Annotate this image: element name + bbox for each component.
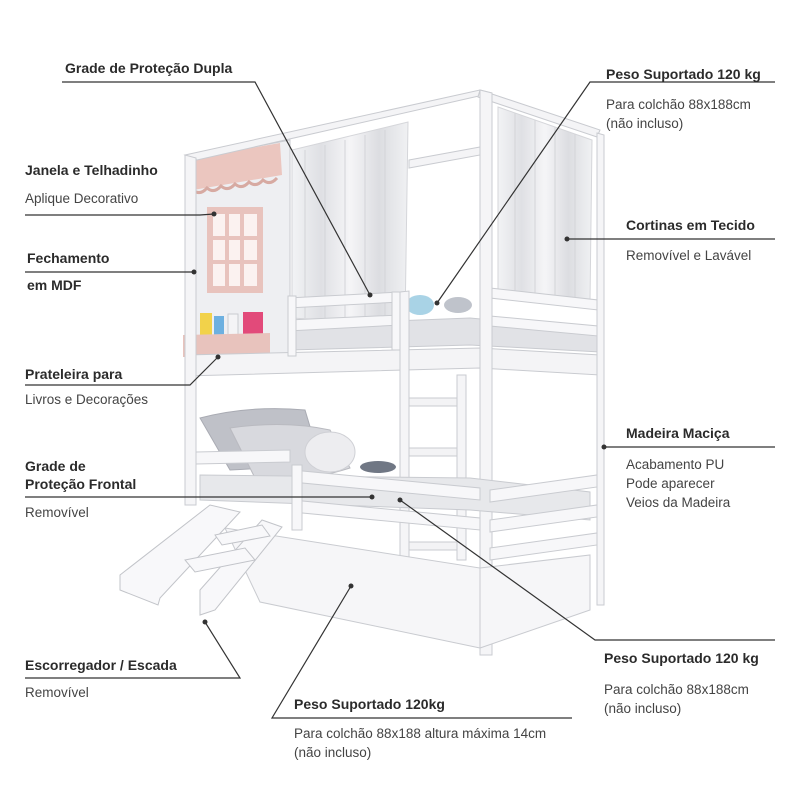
window-applique bbox=[207, 207, 263, 293]
fechamento-title-1: Fechamento bbox=[27, 250, 110, 266]
upper-guard-rails bbox=[287, 287, 599, 357]
grade-frontal-title-1: Grade de bbox=[25, 458, 86, 474]
escorregador-sub: Removível bbox=[25, 685, 89, 700]
peso-gaveta-sub-2: (não incluso) bbox=[294, 745, 372, 760]
shelf bbox=[183, 312, 270, 357]
cortinas-title: Cortinas em Tecido bbox=[626, 217, 755, 233]
cortinas-sub: Removível e Lavável bbox=[626, 248, 752, 263]
janela-title: Janela e Telhadinho bbox=[25, 162, 158, 178]
peso-gaveta-sub-1: Para colchão 88x188 altura máxima 14cm bbox=[294, 726, 547, 741]
peso-gaveta-sub: Para colchão 88x188 altura máxima 14cm (… bbox=[294, 724, 546, 762]
escorregador-title: Escorregador / Escada bbox=[25, 657, 177, 673]
peso-bottom-sub: Para colchão 88x188cm (não incluso) bbox=[604, 680, 749, 718]
slide bbox=[119, 504, 283, 616]
fechamento-title-2: em MDF bbox=[27, 277, 82, 293]
peso-bottom-sub-2: (não incluso) bbox=[604, 701, 682, 716]
madeira-sub: Acabamento PU Pode aparecer Veios da Mad… bbox=[626, 455, 730, 512]
leader-lines bbox=[25, 81, 775, 719]
curtains bbox=[291, 106, 593, 326]
leader-dots bbox=[191, 211, 607, 625]
peso-top-sub-1: Para colchão 88x188cm bbox=[606, 97, 751, 112]
peso-top-sub-2: (não incluso) bbox=[606, 116, 684, 131]
peso-gaveta-title: Peso Suportado 120kg bbox=[294, 696, 445, 712]
grade-frontal-sub: Removível bbox=[25, 505, 89, 520]
madeira-title: Madeira Maciça bbox=[626, 425, 730, 441]
peso-top-sub: Para colchão 88x188cm (não incluso) bbox=[606, 95, 751, 133]
peso-bottom-sub-1: Para colchão 88x188cm bbox=[604, 682, 749, 697]
peso-top-title: Peso Suportado 120 kg bbox=[606, 66, 761, 82]
grade-dupla-title: Grade de Proteção Dupla bbox=[65, 60, 233, 76]
madeira-sub-1: Acabamento PU bbox=[626, 457, 725, 472]
peso-bottom-title: Peso Suportado 120 kg bbox=[604, 650, 759, 666]
madeira-sub-3: Veios da Madeira bbox=[626, 495, 731, 510]
prateleira-title: Prateleira para bbox=[25, 366, 123, 382]
grade-frontal-title-2: Proteção Frontal bbox=[25, 476, 137, 492]
janela-sub: Aplique Decorativo bbox=[25, 191, 139, 206]
prateleira-sub: Livros e Decorações bbox=[25, 392, 149, 407]
lower-mattress bbox=[199, 408, 591, 521]
lower-guard-rails bbox=[195, 449, 598, 561]
madeira-sub-2: Pode aparecer bbox=[626, 476, 715, 491]
